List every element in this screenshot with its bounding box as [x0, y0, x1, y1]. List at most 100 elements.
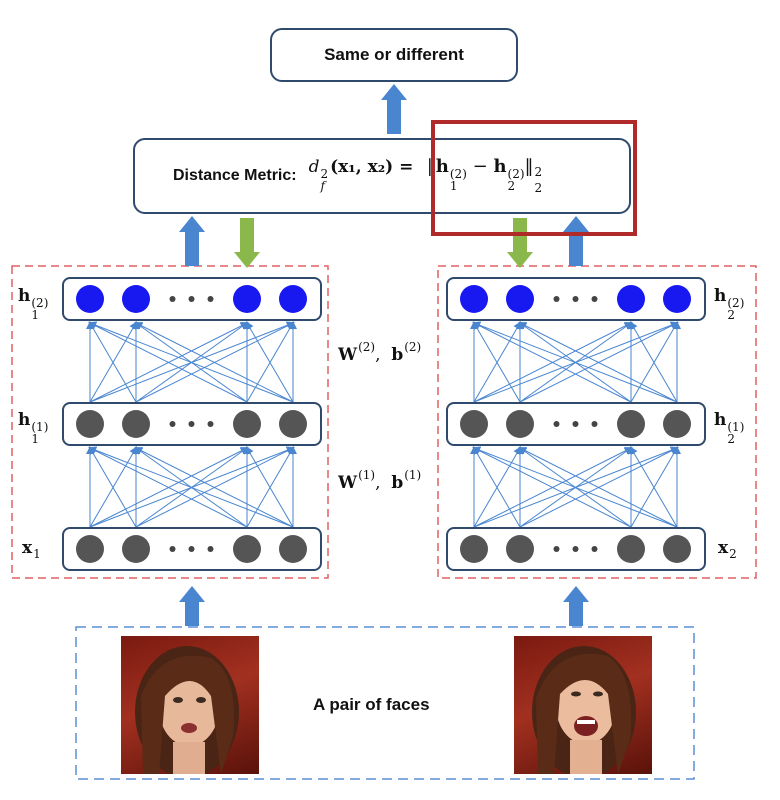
right-ellipsis-dot [591, 421, 598, 427]
formula-d-sup: 2 [320, 167, 329, 181]
right-x-node [506, 535, 534, 563]
left-connection [88, 446, 137, 528]
right-x-label: x2 [718, 538, 737, 561]
right-ellipsis-dot [591, 296, 598, 302]
left-connection [88, 446, 294, 528]
right-connection [472, 446, 521, 528]
norm-h2-sub: 2 [507, 179, 516, 193]
flow-arrows [179, 84, 589, 626]
left-connection [245, 321, 294, 403]
left-x-node [279, 535, 307, 563]
left-h1-node [76, 410, 104, 438]
right-h1-node [506, 410, 534, 438]
left-h2-label: h(2)1 [18, 286, 49, 322]
face-image-right [514, 636, 652, 774]
left-connection [134, 447, 294, 528]
right-connection [629, 321, 678, 403]
right-connection [472, 321, 521, 403]
left-ellipsis-dot [188, 546, 195, 552]
left-h2-node [233, 285, 261, 313]
norm-h2-sup: (2) [507, 167, 525, 181]
right-ellipsis-dot [572, 421, 579, 427]
left-connection [88, 321, 137, 403]
left-ellipsis-dot [207, 421, 214, 427]
right-connection [472, 321, 678, 403]
left-ellipsis-dot [188, 421, 195, 427]
right-ellipsis-dot [553, 296, 560, 302]
norm-h2: h [493, 156, 507, 177]
weights-layer2-label: W(2), b(2) [338, 340, 422, 365]
network-connections [86, 321, 681, 528]
weights-layer1-label: W(1), b(1) [338, 468, 422, 493]
right-x-node [460, 535, 488, 563]
left-x-node [76, 535, 104, 563]
left-x-node [122, 535, 150, 563]
norm-highlight-box [431, 120, 637, 236]
right-h2-label: h(2)2 [714, 286, 745, 322]
arrow-right-faces-to-x2 [563, 586, 589, 626]
right-h2-node [506, 285, 534, 313]
left-h2-node [76, 285, 104, 313]
arrow-right-up-to-distance [563, 216, 589, 266]
right-h1-label: h(1)2 [714, 410, 745, 446]
right-network-group [437, 265, 757, 579]
left-connection [134, 322, 294, 403]
left-h1-label: h(1)1 [18, 410, 49, 446]
right-ellipsis-dot [591, 546, 598, 552]
arrow-to-same-or-different [381, 84, 407, 134]
norm-power: 2 [534, 165, 543, 179]
left-connection [88, 321, 294, 403]
right-connection [472, 447, 632, 528]
left-h2-node [122, 285, 150, 313]
right-ellipsis-dot [553, 546, 560, 552]
face-right-illustration [532, 646, 636, 774]
same-or-different-label: Same or different [324, 45, 464, 64]
right-h1-node [460, 410, 488, 438]
arrow-left-up-to-distance [179, 216, 205, 266]
right-ellipsis-dot [572, 546, 579, 552]
norm-h1-sup: (2) [449, 167, 467, 181]
right-connection [472, 446, 678, 528]
right-h1-node [617, 410, 645, 438]
right-x-node [617, 535, 645, 563]
right-ellipsis-dot [572, 296, 579, 302]
norm-index: 2 [534, 181, 543, 195]
right-connection [518, 322, 678, 403]
left-h1-node [122, 410, 150, 438]
left-connection [88, 322, 248, 403]
face-image-left [121, 636, 259, 774]
left-x-label: x1 [22, 538, 41, 561]
left-x-node [233, 535, 261, 563]
left-ellipsis-dot [207, 296, 214, 302]
right-connection [629, 446, 678, 528]
right-connection [518, 447, 678, 528]
right-h1-node [663, 410, 691, 438]
arrow-right-down-from-distance [507, 218, 533, 268]
left-h2-node [279, 285, 307, 313]
formula-d-sub: f [320, 179, 325, 193]
norm-h1-sub: 1 [449, 179, 458, 193]
right-ellipsis-dot [553, 421, 560, 427]
norm-minus: − [472, 156, 488, 177]
right-h2-node [663, 285, 691, 313]
left-connection [245, 446, 294, 528]
same-or-different-box: Same or different [270, 28, 518, 82]
faces-label: A pair of faces [313, 695, 430, 714]
right-x-node [663, 535, 691, 563]
formula-args: (x₁, x₂) = [330, 157, 414, 177]
left-h1-layer [62, 402, 322, 446]
right-connection [472, 322, 632, 403]
faces-group [75, 626, 695, 780]
left-h1-node [233, 410, 261, 438]
left-ellipsis-dot [207, 546, 214, 552]
left-ellipsis-dot [169, 296, 176, 302]
left-network-group [11, 265, 329, 579]
left-ellipsis-dot [188, 296, 195, 302]
arrow-left-down-from-distance [234, 218, 260, 268]
distance-metric-label: Distance Metric: [173, 167, 297, 184]
